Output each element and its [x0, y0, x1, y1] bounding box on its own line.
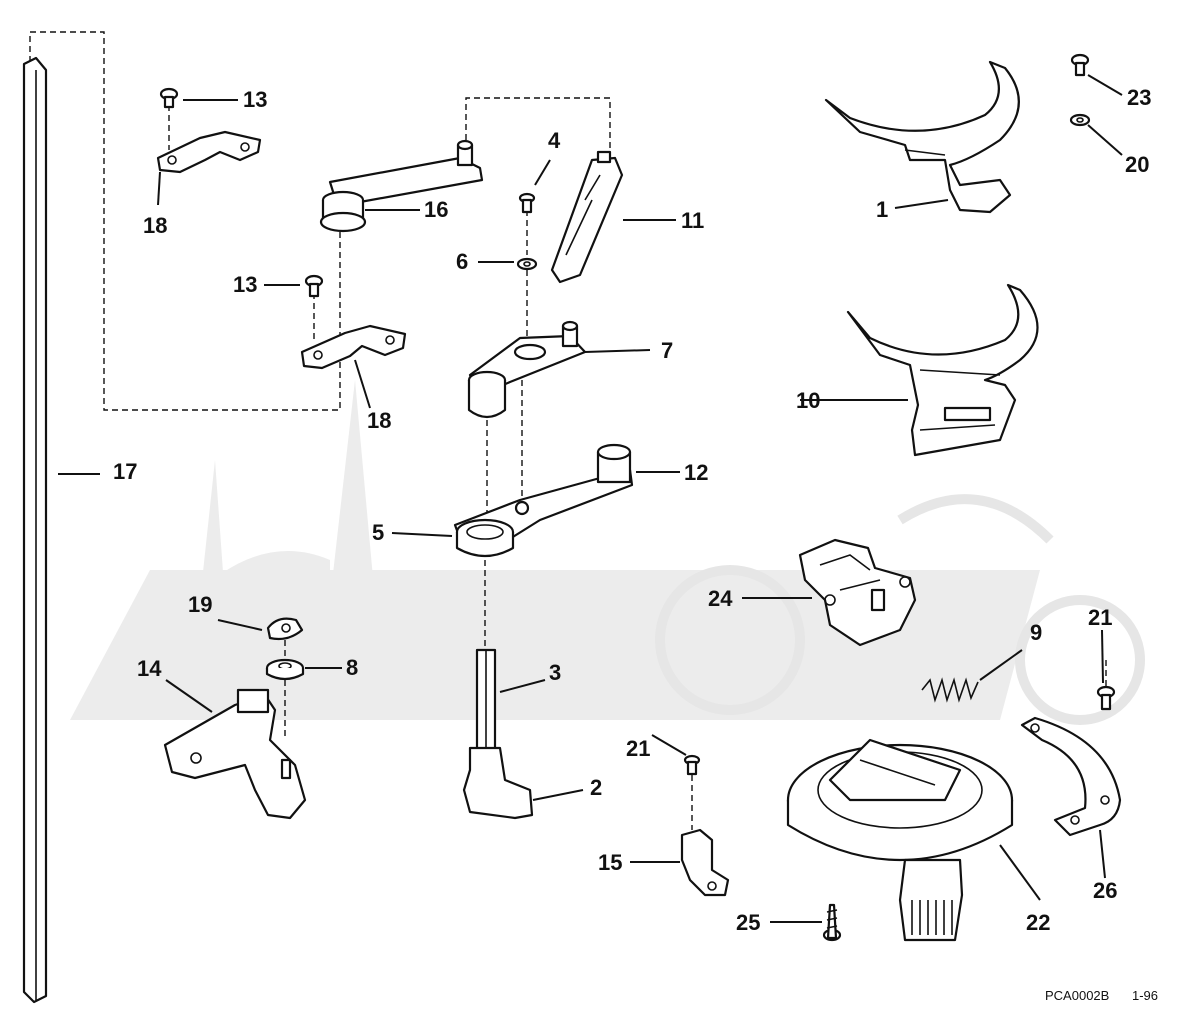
label-part-24: 24	[708, 586, 733, 611]
label-part-8: 8	[346, 655, 358, 680]
part-11-slotted-link	[550, 150, 624, 284]
part-2-foot	[462, 746, 534, 820]
part-18-plate-upper	[156, 130, 262, 174]
leader-lines	[58, 74, 1123, 923]
part-13-screw-lower	[304, 274, 324, 298]
part-17-rod	[22, 56, 48, 1004]
part-21-screw-right	[1096, 685, 1116, 711]
label-part-13-lower: 13	[233, 272, 257, 297]
label-part-3: 3	[549, 660, 561, 685]
label-part-19: 19	[188, 592, 212, 617]
label-part-9: 9	[1030, 620, 1042, 645]
part-22-base-plate	[786, 738, 1014, 942]
label-part-15: 15	[598, 850, 622, 875]
label-part-18-lower: 18	[367, 408, 391, 433]
label-part-13-upper: 13	[243, 87, 267, 112]
part-20-washer	[1069, 113, 1091, 127]
figure-code: PCA0002B	[1045, 988, 1109, 1003]
label-part-25: 25	[736, 910, 760, 935]
label-part-6: 6	[456, 249, 468, 274]
assembly-dashed-lines	[29, 31, 1107, 830]
part-23-screw	[1070, 53, 1090, 77]
part-26-arc-plate	[1020, 716, 1122, 837]
label-part-11: 11	[681, 208, 704, 233]
part-12-5-crank-arm	[453, 443, 634, 558]
label-part-12: 12	[684, 460, 708, 485]
part-7-crank	[467, 320, 587, 419]
label-part-20: 20	[1125, 152, 1149, 177]
part-6-washer	[516, 257, 538, 271]
label-part-5: 5	[372, 520, 384, 545]
label-part-4: 4	[548, 128, 561, 153]
label-part-16: 16	[424, 197, 448, 222]
label-part-21-lower: 21	[626, 736, 650, 761]
part-25-screw	[822, 903, 842, 942]
part-18-plate-lower	[300, 324, 407, 370]
label-part-26: 26	[1093, 878, 1117, 903]
label-part-21-right: 21	[1088, 605, 1112, 630]
label-part-1: 1	[876, 197, 888, 222]
part-13-screw-upper	[159, 87, 179, 109]
part-19-clip	[266, 617, 304, 641]
part-21-screw-lower	[683, 754, 701, 776]
label-part-2: 2	[590, 775, 602, 800]
label-part-18-upper: 18	[143, 213, 167, 238]
part-14-bracket	[163, 688, 307, 820]
part-1-ring-bracket	[824, 60, 1020, 214]
page-number: 1-96	[1132, 988, 1158, 1003]
part-16-crank	[319, 139, 484, 233]
part-10-ring-bracket	[846, 283, 1039, 457]
part-24-switch-block	[798, 538, 917, 647]
label-part-22: 22	[1026, 910, 1050, 935]
part-number-labels: 13 18 16 13 18 4 6 11 7 12 5 17 19 8 14 …	[113, 85, 1151, 935]
part-4-screw	[518, 192, 536, 214]
part-15-small-bracket	[680, 828, 730, 897]
part-3-shaft	[475, 648, 497, 752]
label-part-23: 23	[1127, 85, 1151, 110]
watermark	[70, 380, 1145, 725]
part-9-spring	[921, 677, 979, 703]
part-8-grommet	[265, 658, 305, 681]
label-part-10: 10	[796, 388, 820, 413]
label-part-14: 14	[137, 656, 162, 681]
label-part-17: 17	[113, 459, 137, 484]
label-part-7: 7	[661, 338, 673, 363]
